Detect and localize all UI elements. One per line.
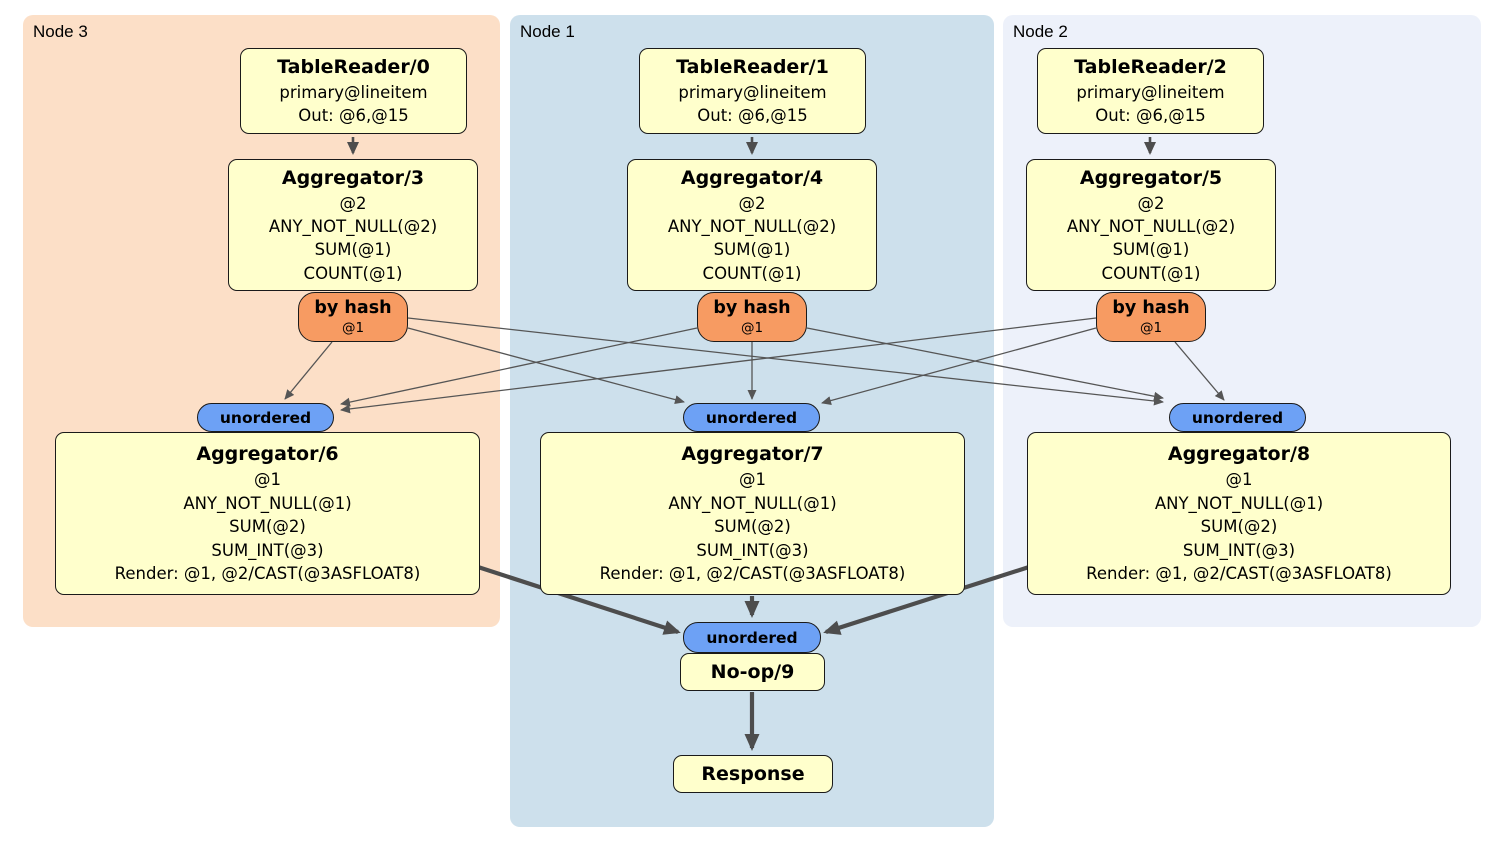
- router-by-hash-0: by hash @1: [298, 292, 408, 342]
- router-label: by hash: [713, 297, 791, 318]
- processor-detail: SUM(@2): [1200, 517, 1278, 537]
- processor-detail: Out: @6,@15: [1095, 106, 1206, 126]
- processor-title: Response: [701, 762, 805, 785]
- stream-unordered-node2: unordered: [1169, 403, 1306, 432]
- processor-detail: Out: @6,@15: [697, 106, 808, 126]
- edge-agg6-unfinal: [477, 565, 681, 635]
- processor-tablereader-0: TableReader/0 primary@lineitem Out: @6,@…: [240, 48, 467, 134]
- processor-detail: ANY_NOT_NULL(@2): [667, 217, 837, 237]
- processor-detail: Render: @1, @2/CAST(@3ASFLOAT8): [1086, 564, 1392, 584]
- processor-title: TableReader/1: [676, 56, 829, 79]
- router-label: by hash: [1112, 297, 1190, 318]
- edge-hash0-un3: [284, 341, 333, 400]
- processor-title: Aggregator/4: [680, 166, 824, 189]
- processor-detail: primary@lineitem: [279, 83, 428, 103]
- router-by-hash-1: by hash @1: [697, 292, 807, 342]
- processor-detail: @2: [1137, 193, 1165, 213]
- edge-hash2-un3: [340, 317, 1097, 414]
- processor-title: No-op/9: [710, 660, 795, 683]
- processor-tablereader-2: TableReader/2 primary@lineitem Out: @6,@…: [1037, 48, 1264, 134]
- edge-hash1-un8: [806, 327, 1164, 401]
- stream-unordered-node1: unordered: [683, 403, 820, 432]
- edge-hash0-un8: [407, 317, 1164, 406]
- edge-agg8-unfinal: [823, 565, 1030, 635]
- processor-detail: ANY_NOT_NULL(@1): [668, 493, 837, 513]
- processor-detail: COUNT(@1): [1101, 263, 1201, 283]
- processor-noop-9: No-op/9: [680, 653, 825, 691]
- router-label: by hash: [314, 297, 392, 318]
- processor-detail: SUM(@2): [229, 517, 306, 537]
- processor-title: Aggregator/7: [681, 443, 824, 466]
- processor-aggregator-3: Aggregator/3 @2 ANY_NOT_NULL(@2) SUM(@1)…: [228, 159, 478, 291]
- processor-detail: SUM(@1): [1112, 240, 1190, 260]
- region-node-3-label: Node 3: [33, 22, 88, 41]
- processor-detail: @2: [738, 193, 766, 213]
- router-detail: @1: [1139, 319, 1163, 336]
- router-by-hash-2: by hash @1: [1096, 292, 1206, 342]
- processor-detail: COUNT(@1): [702, 263, 802, 283]
- processor-detail: primary@lineitem: [678, 83, 827, 103]
- edge-hash2-un7: [821, 327, 1097, 405]
- processor-detail: primary@lineitem: [1076, 83, 1225, 103]
- processor-aggregator-6: Aggregator/6 @1 ANY_NOT_NULL(@1) SUM(@2)…: [55, 432, 480, 595]
- edge-hash1-un3: [340, 327, 698, 407]
- processor-title: Aggregator/5: [1079, 166, 1223, 189]
- processor-aggregator-5: Aggregator/5 @2 ANY_NOT_NULL(@2) SUM(@1)…: [1026, 159, 1276, 291]
- processor-response: Response: [673, 755, 833, 793]
- processor-detail: @1: [1225, 470, 1253, 490]
- processor-tablereader-1: TableReader/1 primary@lineitem Out: @6,@…: [639, 48, 866, 134]
- processor-detail: ANY_NOT_NULL(@1): [183, 493, 352, 513]
- router-detail: @1: [740, 319, 764, 336]
- processor-detail: SUM_INT(@3): [696, 540, 809, 560]
- processor-detail: SUM_INT(@3): [211, 540, 324, 560]
- processor-detail: ANY_NOT_NULL(@1): [1154, 493, 1324, 513]
- processor-title: TableReader/0: [277, 56, 430, 79]
- processor-aggregator-4: Aggregator/4 @2 ANY_NOT_NULL(@2) SUM(@1)…: [627, 159, 877, 291]
- region-node-1-label: Node 1: [520, 22, 575, 41]
- edge-hash0-un7: [407, 327, 685, 405]
- processor-detail: COUNT(@1): [303, 263, 403, 283]
- processor-title: TableReader/2: [1074, 56, 1227, 79]
- processor-detail: SUM(@2): [714, 517, 791, 537]
- processor-aggregator-8: Aggregator/8 @1 ANY_NOT_NULL(@1) SUM(@2)…: [1027, 432, 1451, 595]
- router-detail: @1: [341, 319, 365, 336]
- processor-detail: @2: [339, 193, 367, 213]
- processor-detail: Out: @6,@15: [298, 106, 409, 126]
- processor-title: Aggregator/3: [281, 166, 425, 189]
- processor-detail: SUM(@1): [314, 240, 392, 260]
- processor-detail: ANY_NOT_NULL(@2): [1066, 217, 1236, 237]
- processor-detail: @1: [739, 470, 766, 490]
- processor-detail: @1: [254, 470, 281, 490]
- stream-unordered-final: unordered: [683, 622, 821, 653]
- stream-unordered-node3: unordered: [197, 403, 334, 432]
- processor-detail: SUM(@1): [713, 240, 791, 260]
- processor-title: Aggregator/8: [1167, 443, 1311, 466]
- processor-aggregator-7: Aggregator/7 @1 ANY_NOT_NULL(@1) SUM(@2)…: [540, 432, 965, 595]
- processor-detail: Render: @1, @2/CAST(@3ASFLOAT8): [114, 564, 421, 584]
- processor-title: Aggregator/6: [196, 443, 339, 466]
- region-node-2-label: Node 2: [1013, 22, 1068, 41]
- edge-hash2-un8: [1174, 341, 1225, 401]
- processor-detail: ANY_NOT_NULL(@2): [268, 217, 438, 237]
- processor-detail: Render: @1, @2/CAST(@3ASFLOAT8): [599, 564, 906, 584]
- processor-detail: SUM_INT(@3): [1182, 540, 1296, 560]
